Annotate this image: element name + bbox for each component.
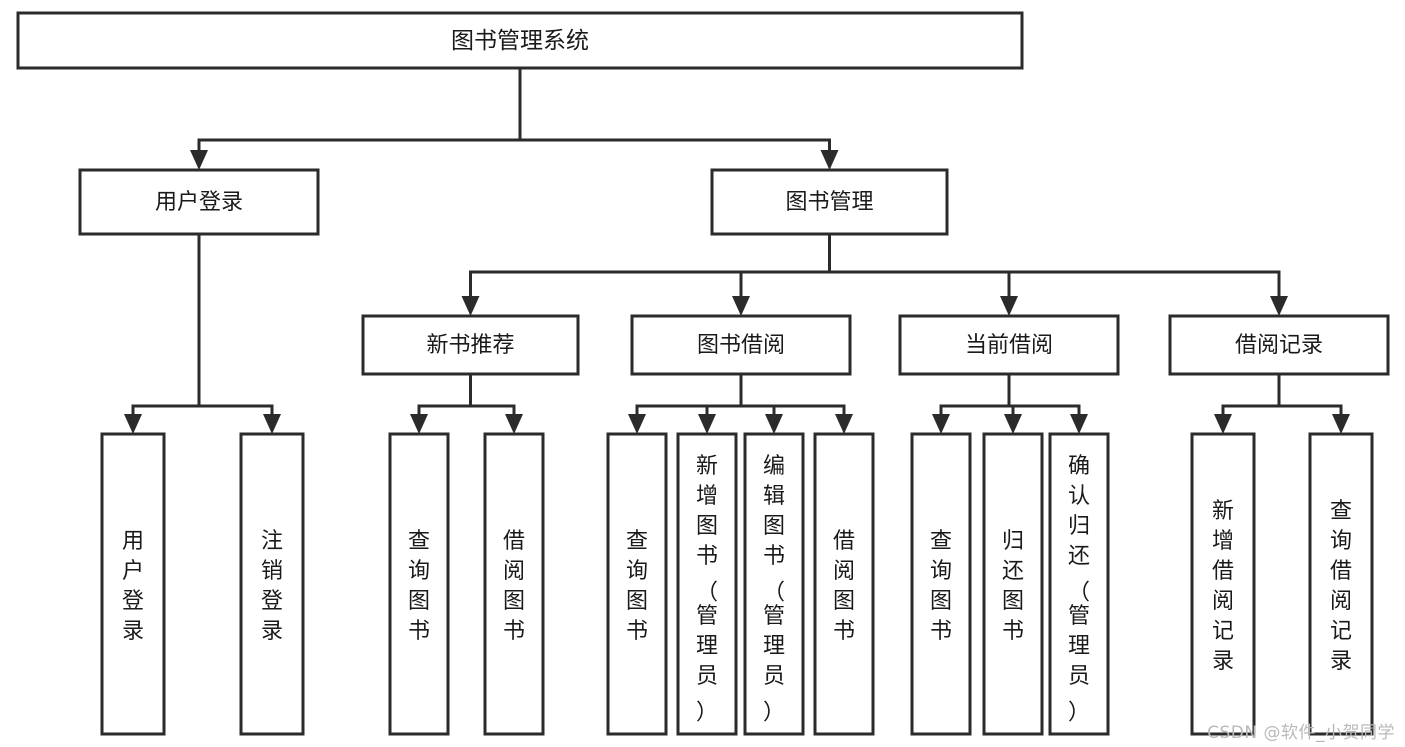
- node-l-bb-query[interactable]: 查询图书: [606, 432, 668, 736]
- arrow-head-icon: [1214, 414, 1232, 434]
- node-l-user-login[interactable]: 用户登录: [100, 432, 166, 736]
- node-box[interactable]: [239, 432, 305, 736]
- connector-group-n-cur-borrow: [932, 372, 1088, 434]
- node-box[interactable]: [78, 168, 320, 236]
- node-l-bb-borrow[interactable]: 借阅图书: [813, 432, 875, 736]
- node-box[interactable]: [1048, 432, 1110, 736]
- arrow-head-icon: [263, 414, 281, 434]
- connector-group-n-user-login: [124, 232, 281, 434]
- connector-group-n-book-borrow: [628, 372, 853, 434]
- node-n-cur-borrow[interactable]: 当前借阅: [898, 314, 1120, 376]
- node-l-user-logout[interactable]: 注销登录: [239, 432, 305, 736]
- node-box[interactable]: [898, 314, 1120, 376]
- arrow-head-icon: [835, 414, 853, 434]
- node-label: 注销登录: [261, 529, 283, 644]
- node-label: 查询借阅记录: [1330, 499, 1352, 674]
- arrow-head-icon: [1004, 414, 1022, 434]
- arrow-head-icon: [732, 296, 750, 316]
- node-box[interactable]: [1190, 432, 1256, 736]
- arrow-head-icon: [1000, 296, 1018, 316]
- node-n-user-login[interactable]: 用户登录: [78, 168, 320, 236]
- node-label: 查询图书: [930, 529, 952, 644]
- node-l-cb-query[interactable]: 查询图书: [910, 432, 972, 736]
- node-label: 用户登录: [122, 529, 144, 644]
- node-label: 归还图书: [1002, 529, 1024, 644]
- node-label: 查询图书: [408, 529, 430, 644]
- node-box[interactable]: [606, 432, 668, 736]
- node-box[interactable]: [361, 314, 580, 376]
- node-n-new-book[interactable]: 新书推荐: [361, 314, 580, 376]
- arrow-head-icon: [505, 414, 523, 434]
- node-n-book-borrow[interactable]: 图书借阅: [630, 314, 852, 376]
- node-label: 图书管理系统: [451, 28, 589, 54]
- node-box[interactable]: [630, 314, 852, 376]
- node-label: 新书推荐: [426, 333, 514, 358]
- node-label: 查询图书: [626, 529, 648, 644]
- connector-group-root: [190, 66, 839, 170]
- arrow-head-icon: [124, 414, 142, 434]
- node-n-book-manage[interactable]: 图书管理: [710, 168, 949, 236]
- node-root[interactable]: 图书管理系统: [16, 11, 1024, 70]
- arrow-head-icon: [1270, 296, 1288, 316]
- node-label: 借阅图书: [503, 529, 525, 644]
- arrow-head-icon: [1332, 414, 1350, 434]
- node-label: 借阅记录: [1235, 333, 1323, 358]
- node-label: 图书管理: [785, 190, 873, 215]
- connector-layer: [124, 66, 1350, 434]
- node-l-br-add[interactable]: 新增借阅记录: [1190, 432, 1256, 736]
- node-l-nb-borrow[interactable]: 借阅图书: [483, 432, 545, 736]
- arrow-head-icon: [190, 150, 208, 170]
- node-box[interactable]: [813, 432, 875, 736]
- node-layer: 图书管理系统用户登录图书管理新书推荐图书借阅当前借阅借阅记录用户登录注销登录查询…: [16, 11, 1390, 736]
- arrow-head-icon: [932, 414, 950, 434]
- node-box[interactable]: [743, 432, 805, 736]
- arrow-head-icon: [461, 296, 480, 316]
- node-box[interactable]: [676, 432, 738, 736]
- node-box[interactable]: [16, 11, 1024, 70]
- connector-group-n-book-manage: [461, 232, 1288, 316]
- arrow-head-icon: [765, 414, 783, 434]
- node-label: 新增借阅记录: [1212, 499, 1234, 674]
- node-l-nb-query[interactable]: 查询图书: [388, 432, 450, 736]
- node-label: 用户登录: [155, 190, 243, 215]
- node-label: 确认归还（管理员）: [1068, 454, 1090, 726]
- node-box[interactable]: [1308, 432, 1374, 736]
- arrow-head-icon: [698, 414, 716, 434]
- node-n-borrow-rec[interactable]: 借阅记录: [1168, 314, 1390, 376]
- node-label: 图书借阅: [697, 333, 785, 358]
- node-box[interactable]: [388, 432, 450, 736]
- connector-group-n-borrow-rec: [1214, 372, 1350, 434]
- node-box[interactable]: [982, 432, 1044, 736]
- node-box[interactable]: [1168, 314, 1390, 376]
- node-box[interactable]: [910, 432, 972, 736]
- arrow-head-icon: [1070, 414, 1088, 434]
- node-l-bb-edit[interactable]: 编辑图书（管理员）: [743, 432, 805, 736]
- arrow-head-icon: [628, 414, 646, 434]
- node-box[interactable]: [100, 432, 166, 736]
- node-l-bb-add[interactable]: 新增图书（管理员）: [676, 432, 738, 736]
- node-label: 编辑图书（管理员）: [763, 454, 785, 726]
- node-l-cb-confirm[interactable]: 确认归还（管理员）: [1048, 432, 1110, 736]
- node-label: 新增图书（管理员）: [696, 454, 718, 726]
- node-l-cb-return[interactable]: 归还图书: [982, 432, 1044, 736]
- node-box[interactable]: [710, 168, 949, 236]
- connector-group-n-new-book: [410, 372, 523, 434]
- node-l-br-query[interactable]: 查询借阅记录: [1308, 432, 1374, 736]
- arrow-head-icon: [410, 414, 428, 434]
- node-label: 当前借阅: [965, 333, 1053, 358]
- arrow-head-icon: [820, 150, 839, 170]
- node-box[interactable]: [483, 432, 545, 736]
- node-label: 借阅图书: [833, 529, 855, 644]
